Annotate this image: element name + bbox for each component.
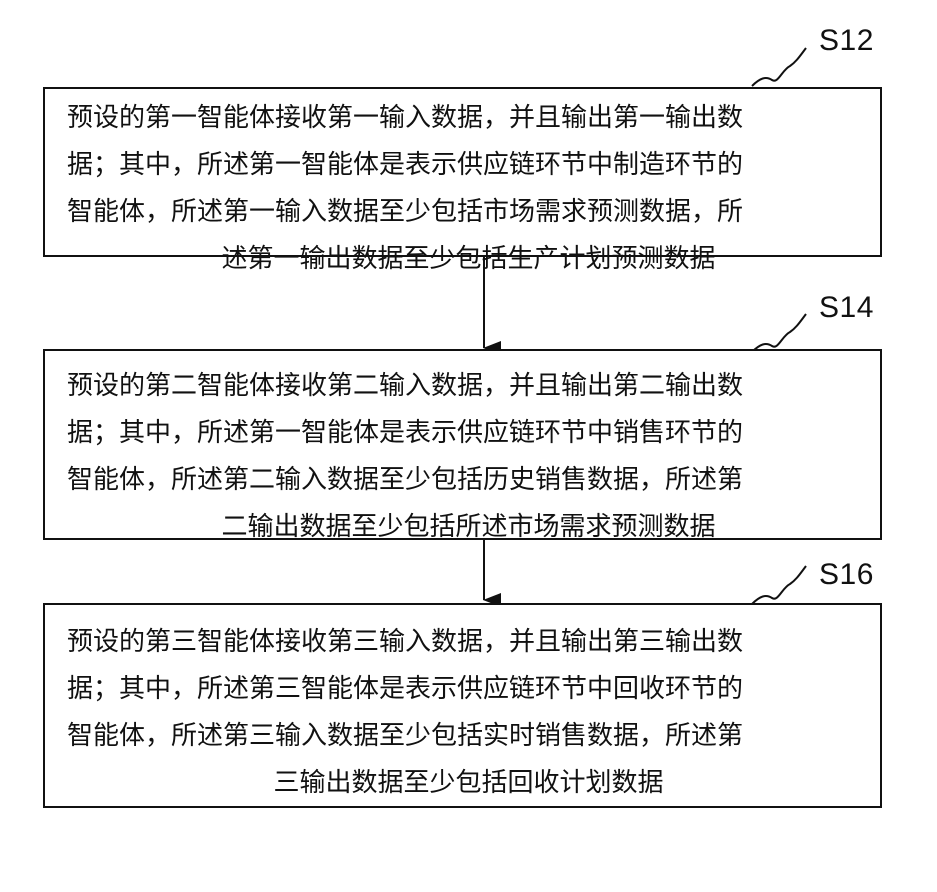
step-text-line: 述第一输出数据至少包括生产计划预测数据 — [67, 236, 870, 283]
step-text-line: 预设的第二智能体接收第二输入数据，并且输出第二输出数 — [67, 363, 870, 410]
step-label-s16: S16 — [819, 558, 874, 592]
step-label-s12: S12 — [819, 24, 874, 58]
step-text-s14: 预设的第二智能体接收第二输入数据，并且输出第二输出数 据；其中，所述第一智能体是… — [67, 363, 870, 551]
step-text-line: 智能体，所述第三输入数据至少包括实时销售数据，所述第 — [67, 713, 870, 760]
step-text-line: 三输出数据至少包括回收计划数据 — [67, 760, 870, 807]
step-text-line: 据；其中，所述第三智能体是表示供应链环节中回收环节的 — [67, 666, 870, 713]
step-text-line: 据；其中，所述第一智能体是表示供应链环节中制造环节的 — [67, 142, 870, 189]
step-text-line: 智能体，所述第二输入数据至少包括历史销售数据，所述第 — [67, 457, 870, 504]
step-text-s12: 预设的第一智能体接收第一输入数据，并且输出第一输出数 据；其中，所述第一智能体是… — [67, 95, 870, 283]
step-text-line: 智能体，所述第一输入数据至少包括市场需求预测数据，所 — [67, 189, 870, 236]
step-text-line: 预设的第三智能体接收第三输入数据，并且输出第三输出数 — [67, 619, 870, 666]
step-label-leader-s14 — [752, 314, 806, 352]
step-label-s14: S14 — [819, 291, 874, 325]
step-text-s16: 预设的第三智能体接收第三输入数据，并且输出第三输出数 据；其中，所述第三智能体是… — [67, 619, 870, 807]
step-text-line: 预设的第一智能体接收第一输入数据，并且输出第一输出数 — [67, 95, 870, 142]
step-label-leader-s12 — [752, 48, 806, 86]
step-text-line: 据；其中，所述第一智能体是表示供应链环节中销售环节的 — [67, 410, 870, 457]
step-label-leader-s16 — [752, 566, 806, 604]
step-box-s14: 预设的第二智能体接收第二输入数据，并且输出第二输出数 据；其中，所述第一智能体是… — [43, 349, 882, 540]
step-text-line: 二输出数据至少包括所述市场需求预测数据 — [67, 504, 870, 551]
step-box-s12: 预设的第一智能体接收第一输入数据，并且输出第一输出数 据；其中，所述第一智能体是… — [43, 87, 882, 257]
step-box-s16: 预设的第三智能体接收第三输入数据，并且输出第三输出数 据；其中，所述第三智能体是… — [43, 603, 882, 808]
